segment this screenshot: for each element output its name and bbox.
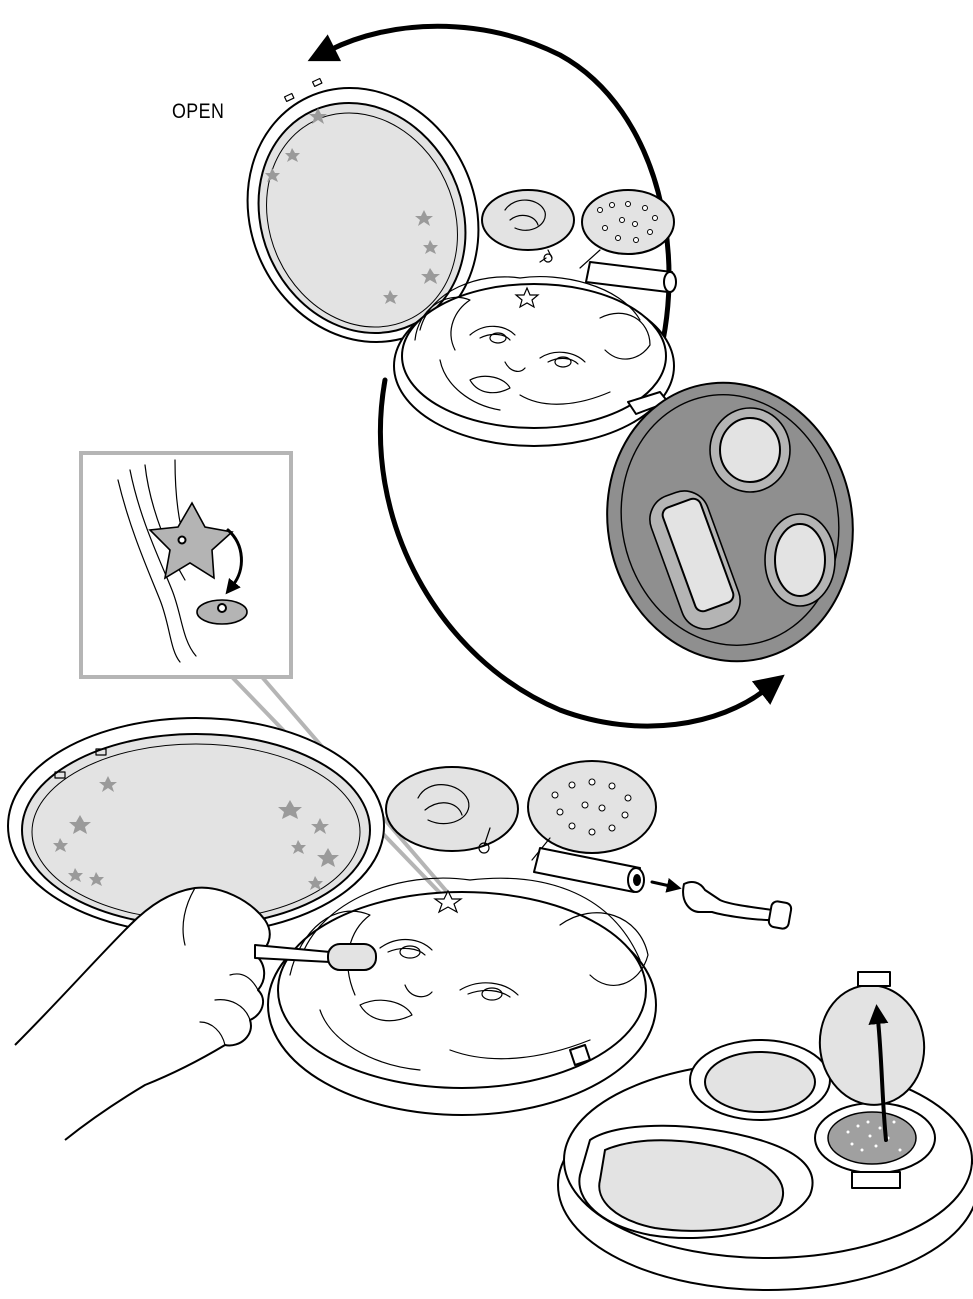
hinge-bottom bbox=[570, 1045, 590, 1065]
stencil-discs-bottom bbox=[386, 761, 656, 860]
stencil-discs-top bbox=[482, 190, 674, 268]
compact-base-top bbox=[394, 277, 674, 446]
star-charm-inset bbox=[81, 453, 291, 677]
compact-base-bottom bbox=[268, 878, 656, 1115]
